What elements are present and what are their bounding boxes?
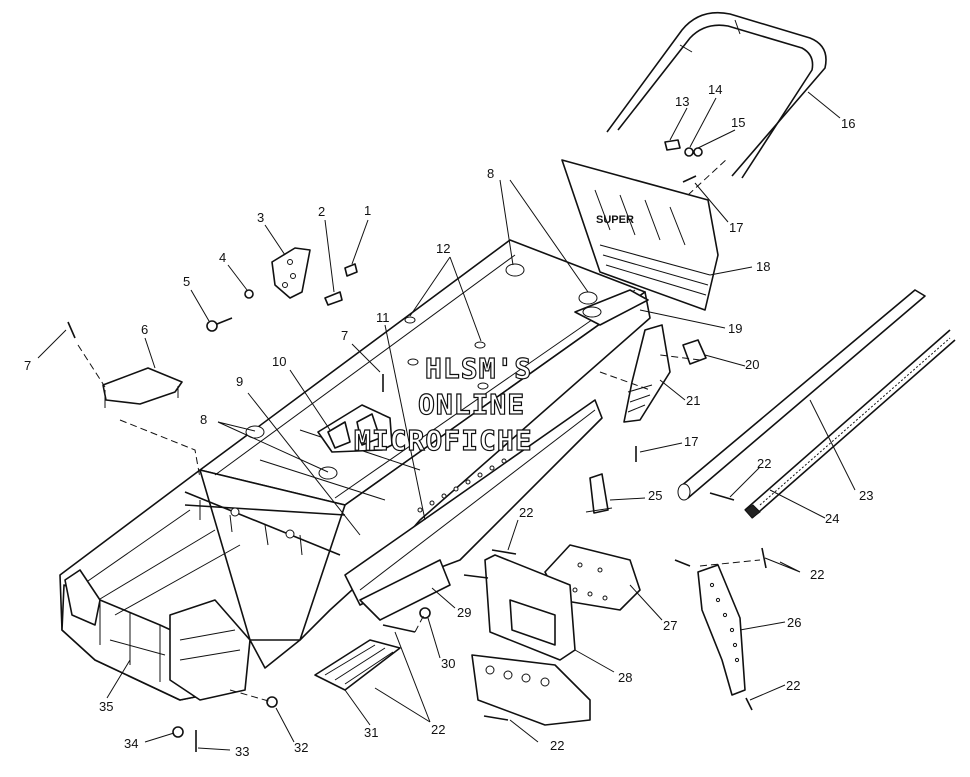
callout-26: 26 <box>787 615 801 630</box>
callout-18: 18 <box>756 259 770 274</box>
callout-4: 4 <box>219 250 226 265</box>
assembly-dashed-lines <box>77 157 761 703</box>
callout-13: 13 <box>675 94 689 109</box>
callout-22-rail: 22 <box>757 456 771 471</box>
callout-15: 15 <box>731 115 745 130</box>
callout-8-left: 8 <box>200 412 207 427</box>
running-board <box>344 399 603 621</box>
callout-22-right: 22 <box>810 567 824 582</box>
chassis-tunnel <box>59 239 651 701</box>
callout-35: 35 <box>99 699 113 714</box>
callout-22-grate: 22 <box>431 722 445 737</box>
callout-17-bottom: 17 <box>684 434 698 449</box>
callout-labels: 1 2 3 4 5 6 7 7 8 8 9 10 11 12 13 14 15 … <box>24 82 873 759</box>
leader-lines <box>37 91 856 751</box>
rear-bumper <box>574 289 649 326</box>
callout-22-plate: 22 <box>786 678 800 693</box>
reinforcement-plate <box>697 564 746 696</box>
callout-33: 33 <box>235 744 249 759</box>
footrest-grate <box>314 639 401 691</box>
watermark: HLSM'S ONLINE MICROFICHE <box>353 351 533 457</box>
callout-17-top: 17 <box>729 220 743 235</box>
callout-9: 9 <box>236 374 243 389</box>
callout-20: 20 <box>745 357 759 372</box>
side-brackets <box>623 324 707 423</box>
watermark-line-2: ONLINE <box>418 388 525 421</box>
callout-22-bottom: 22 <box>550 738 564 753</box>
grab-handle <box>606 11 827 179</box>
callout-23: 23 <box>859 488 873 503</box>
callout-6: 6 <box>141 322 148 337</box>
fasteners <box>67 139 767 752</box>
callout-10: 10 <box>272 354 286 369</box>
callout-8-top: 8 <box>487 166 494 181</box>
plate-part-10 <box>317 404 393 453</box>
callout-1: 1 <box>364 203 371 218</box>
flap-lettering: SUPER <box>596 214 634 226</box>
callout-7-left: 7 <box>24 358 31 373</box>
rear-flap: SUPER <box>561 159 719 311</box>
callout-3: 3 <box>257 210 264 225</box>
watermark-line-1: HLSM'S <box>425 352 532 385</box>
callout-31: 31 <box>364 725 378 740</box>
callout-14: 14 <box>708 82 722 97</box>
callout-29: 29 <box>457 605 471 620</box>
callout-28: 28 <box>618 670 632 685</box>
watermark-line-3: MICROFICHE <box>354 424 533 457</box>
callout-24: 24 <box>825 511 839 526</box>
callout-2: 2 <box>318 204 325 219</box>
callout-7-center: 7 <box>341 328 348 343</box>
steering-bracket <box>271 247 311 299</box>
side-plate-part-28 <box>471 554 591 726</box>
callout-16: 16 <box>841 116 855 131</box>
callout-27: 27 <box>663 618 677 633</box>
callout-34: 34 <box>124 736 138 751</box>
callout-32: 32 <box>294 740 308 755</box>
slide-rails <box>677 289 956 519</box>
callout-12: 12 <box>436 241 450 256</box>
callout-25: 25 <box>648 488 662 503</box>
callout-19: 19 <box>728 321 742 336</box>
front-bumper <box>64 569 166 656</box>
callout-30: 30 <box>441 656 455 671</box>
callout-21: 21 <box>686 393 700 408</box>
clip-part-25 <box>585 473 613 514</box>
callout-5: 5 <box>183 274 190 289</box>
callout-11: 11 <box>376 310 390 325</box>
bracket-part-6 <box>102 367 183 408</box>
callout-22-center: 22 <box>519 505 533 520</box>
